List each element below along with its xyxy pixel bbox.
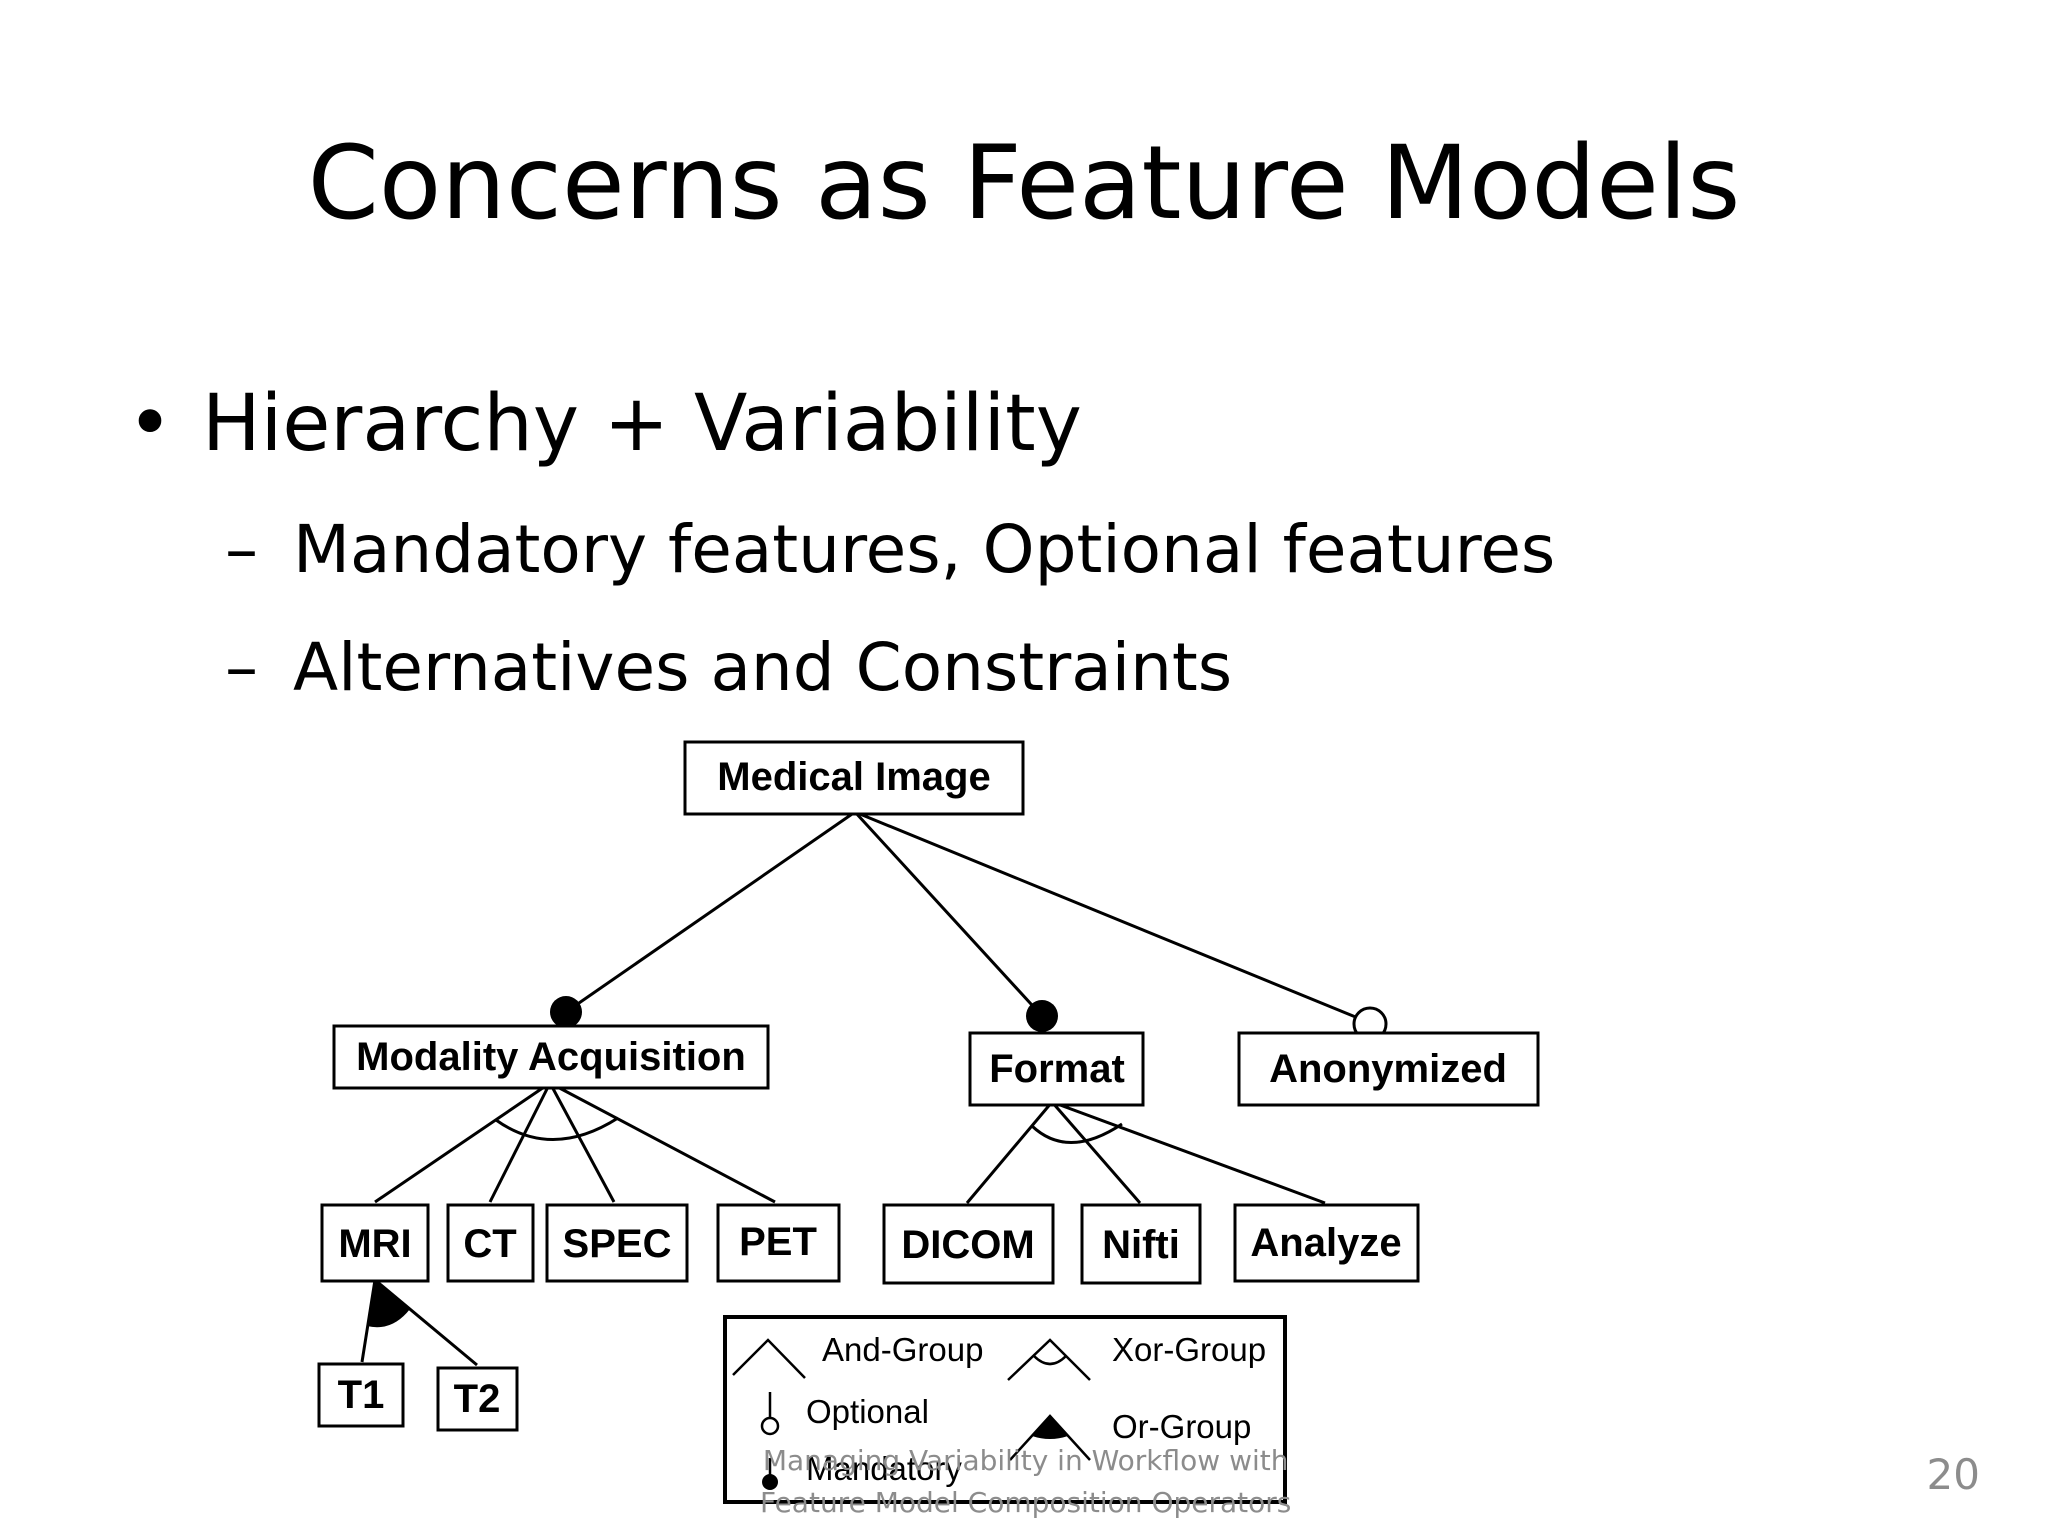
legend-label-optional: Optional — [806, 1393, 929, 1430]
feature-label: T2 — [454, 1377, 501, 1421]
feature-label: Anonymized — [1269, 1047, 1507, 1091]
edge-format-nifti — [1050, 1101, 1142, 1204]
legend-label-and: And-Group — [822, 1331, 983, 1368]
edge-modality-ct — [488, 1082, 552, 1203]
feature-box-medical-image — [683, 740, 1025, 816]
bullet-text: Mandatory features, Optional features — [293, 511, 1556, 588]
xor-arc-modality — [495, 1116, 619, 1141]
feature-box-analyze — [1233, 1203, 1420, 1283]
feature-box-nifti — [1080, 1203, 1202, 1285]
feature-label: PET — [739, 1220, 817, 1264]
feature-label: MRI — [338, 1222, 411, 1266]
slide-title: Concerns as Feature Models — [307, 124, 1741, 243]
feature-box-t1 — [317, 1362, 405, 1428]
bullet-text: Alternatives and Constraints — [293, 629, 1233, 706]
feature-label: Format — [989, 1047, 1125, 1091]
legend-label-xor: Xor-Group — [1112, 1331, 1266, 1368]
or-group-fill-mri — [367, 1280, 410, 1328]
edge-root-anonymized — [854, 810, 1359, 1020]
bullet-level2: –Mandatory features, Optional features — [225, 510, 1555, 589]
edge-modality-spec — [548, 1082, 616, 1203]
feature-box-pet — [716, 1203, 841, 1283]
feature-box-ct — [446, 1203, 535, 1283]
edge-modality-pet — [549, 1081, 776, 1204]
legend-frame — [723, 1315, 1287, 1504]
feature-box-modality-acquisition — [332, 1024, 770, 1090]
feature-box-format — [968, 1031, 1145, 1107]
edge-format-analyze — [1051, 1100, 1326, 1205]
optional-circle-icon — [760, 1416, 780, 1436]
feature-box-dicom — [882, 1203, 1055, 1285]
feature-label: SPEC — [563, 1222, 672, 1266]
mandatory-marker — [1026, 1000, 1058, 1032]
edge-root-modality — [565, 810, 856, 1014]
and-group-symbol — [732, 1338, 806, 1379]
edge-root-format — [853, 810, 1044, 1018]
feature-label: Nifti — [1102, 1223, 1180, 1267]
bullet-mark: • — [127, 379, 174, 469]
feature-box-anonymized — [1237, 1031, 1540, 1107]
feature-label: CT — [463, 1222, 516, 1266]
footer-line: Managing Variability in Workflow with — [762, 1444, 1289, 1477]
page-number: 20 — [1926, 1450, 1980, 1499]
bullet-text: Hierarchy + Variability — [202, 379, 1082, 469]
edge-format-dicom — [965, 1101, 1054, 1204]
bullet-level2: –Alternatives and Constraints — [225, 628, 1232, 707]
feature-box-spec — [545, 1203, 689, 1283]
feature-label: T1 — [338, 1373, 385, 1417]
feature-label: Medical Image — [717, 755, 990, 799]
mandatory-marker — [550, 996, 582, 1028]
dash-mark: – — [225, 629, 258, 706]
legend: And-Group Xor-Group Optional Or-Group Ma… — [723, 1315, 1287, 1504]
mandatory-dot-icon — [762, 1474, 778, 1490]
xor-group-symbol — [1007, 1338, 1091, 1381]
feature-box-mri — [320, 1203, 430, 1283]
or-group-fill-icon — [1032, 1416, 1068, 1439]
dash-mark: – — [225, 511, 258, 588]
feature-label: Analyze — [1250, 1221, 1401, 1265]
bullet-level1: • Hierarchy + Variability — [127, 378, 1082, 472]
feature-label: DICOM — [901, 1223, 1034, 1267]
feature-label: Modality Acquisition — [356, 1035, 746, 1079]
legend-label-mandatory: Mandatory — [806, 1450, 962, 1487]
slide-footer: Managing Variability in Workflow with Fe… — [760, 1440, 1291, 1524]
legend-label-or: Or-Group — [1112, 1408, 1251, 1445]
xor-arc-format — [1030, 1122, 1123, 1144]
xor-arc-symbol — [1033, 1355, 1067, 1366]
footer-line: Feature Model Composition Operators — [760, 1486, 1292, 1519]
bullet-list: • Hierarchy + Variability –Mandatory feat… — [0, 0, 2048, 720]
edge-modality-mri — [374, 1081, 551, 1204]
feature-box-t2 — [436, 1366, 519, 1432]
